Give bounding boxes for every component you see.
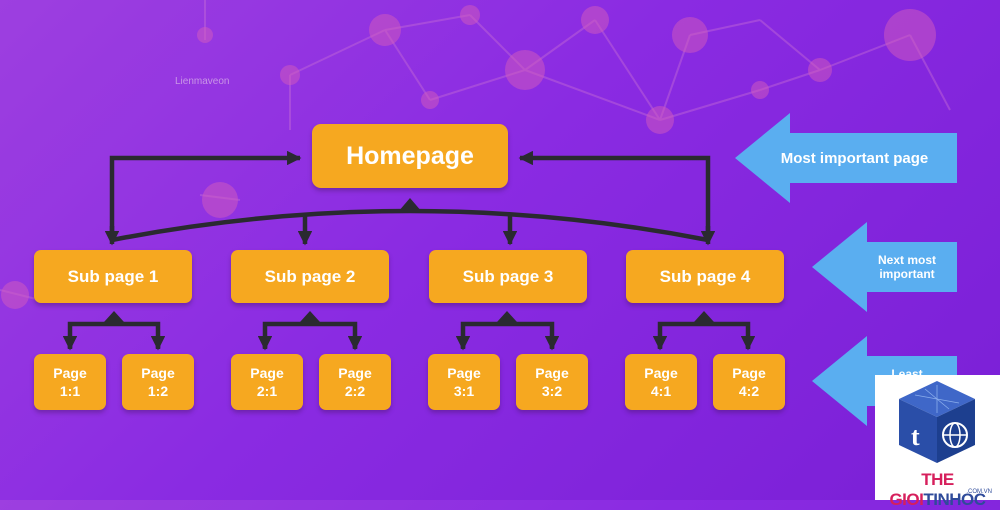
right-return-arrow xyxy=(518,150,711,240)
homepage-node: Homepage xyxy=(312,124,508,188)
most-important-label: Most important page xyxy=(780,149,929,167)
arc-peak-triangle xyxy=(398,198,422,212)
most-important-arrow xyxy=(735,113,957,203)
subpage-node-2: Sub page 2 xyxy=(231,250,389,303)
page-node-3-1: Page 3:1 xyxy=(428,354,500,410)
next-important-label: Next most important xyxy=(877,253,936,281)
faint-background-label: Lienmaveon xyxy=(175,76,229,87)
page-node-3-2: Page 3:2 xyxy=(516,354,588,410)
page-node-1-1: Page 1:1 xyxy=(34,354,106,410)
left-return-arrow xyxy=(109,150,302,240)
page-node-2-1: Page 2:1 xyxy=(231,354,303,410)
logo-letter: t xyxy=(911,422,920,451)
page-node-4-1: Page 4:1 xyxy=(625,354,697,410)
next-important-arrow xyxy=(812,222,957,312)
logo-domain: .COM.VN xyxy=(966,489,992,495)
subpage-node-4: Sub page 4 xyxy=(626,250,784,303)
brand-logo: t THE GIOITINHOC .COM.VN xyxy=(875,375,1000,509)
logo-cube-icon: t xyxy=(899,381,975,463)
subpage-node-3: Sub page 3 xyxy=(429,250,587,303)
page-node-1-2: Page 1:2 xyxy=(122,354,194,410)
subpage-arc xyxy=(111,208,709,243)
page-node-2-2: Page 2:2 xyxy=(319,354,391,410)
page-node-4-2: Page 4:2 xyxy=(713,354,785,410)
subpage-node-1: Sub page 1 xyxy=(34,250,192,303)
